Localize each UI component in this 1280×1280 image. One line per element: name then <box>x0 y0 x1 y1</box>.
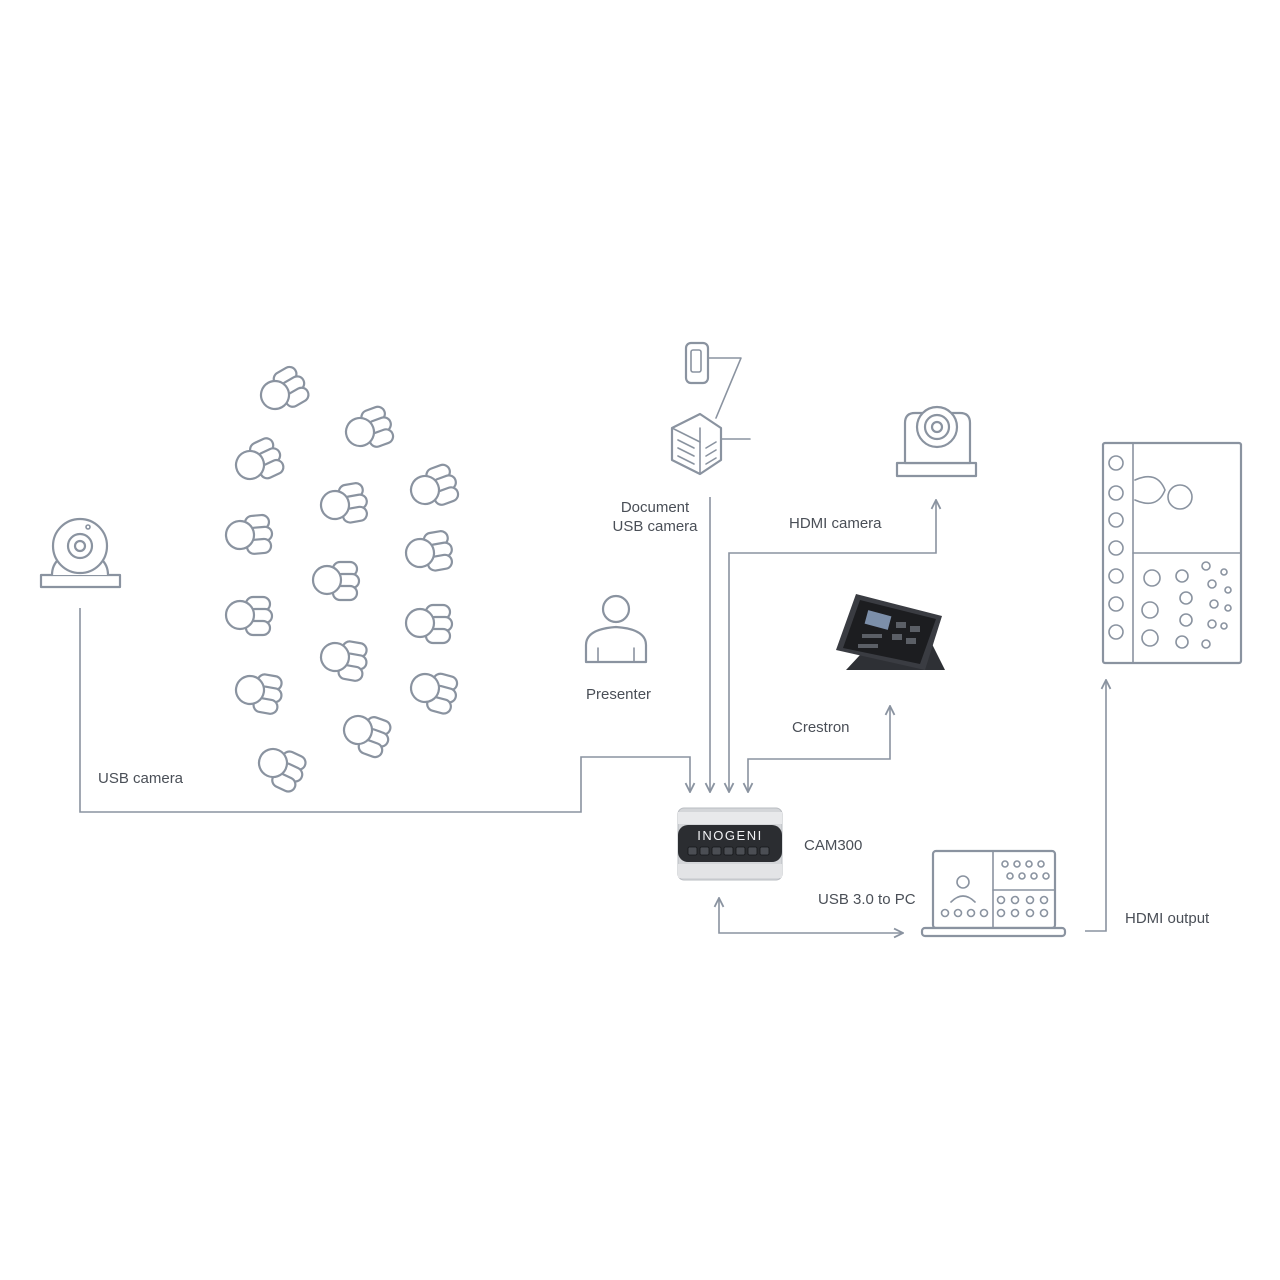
usb-pc-line <box>719 898 903 933</box>
usb-to-pc-label: USB 3.0 to PC <box>818 891 916 908</box>
document-camera-label-line2: USB camera <box>612 518 698 535</box>
hdmi-output-line <box>1085 680 1106 932</box>
hdmi-camera-line <box>729 500 936 792</box>
hdmi-camera-label: HDMI camera <box>789 515 882 532</box>
presenter-label: Presenter <box>586 686 652 703</box>
usb-camera-label: USB camera <box>98 770 184 787</box>
crestron-panel-icon <box>836 594 945 670</box>
cam300-label: CAM300 <box>804 837 863 854</box>
document-camera-icon <box>670 341 751 476</box>
connection-lines <box>79 497 1106 933</box>
cam300-brand-text: INOGENI <box>697 828 763 843</box>
cam300-device-icon <box>677 807 783 881</box>
hdmi-camera-icon <box>895 405 978 478</box>
crestron-line <box>748 706 890 792</box>
audience-icon <box>223 362 464 796</box>
usb-camera-icon <box>39 517 122 589</box>
document-camera-label-line1: Document <box>620 499 690 516</box>
usb-camera-line <box>79 608 690 813</box>
presenter-icon <box>584 594 648 664</box>
hdmi-display-icon <box>1101 441 1243 665</box>
hdmi-output-label: HDMI output <box>1125 910 1210 927</box>
laptop-icon <box>920 849 1067 938</box>
crestron-label: Crestron <box>792 719 850 736</box>
